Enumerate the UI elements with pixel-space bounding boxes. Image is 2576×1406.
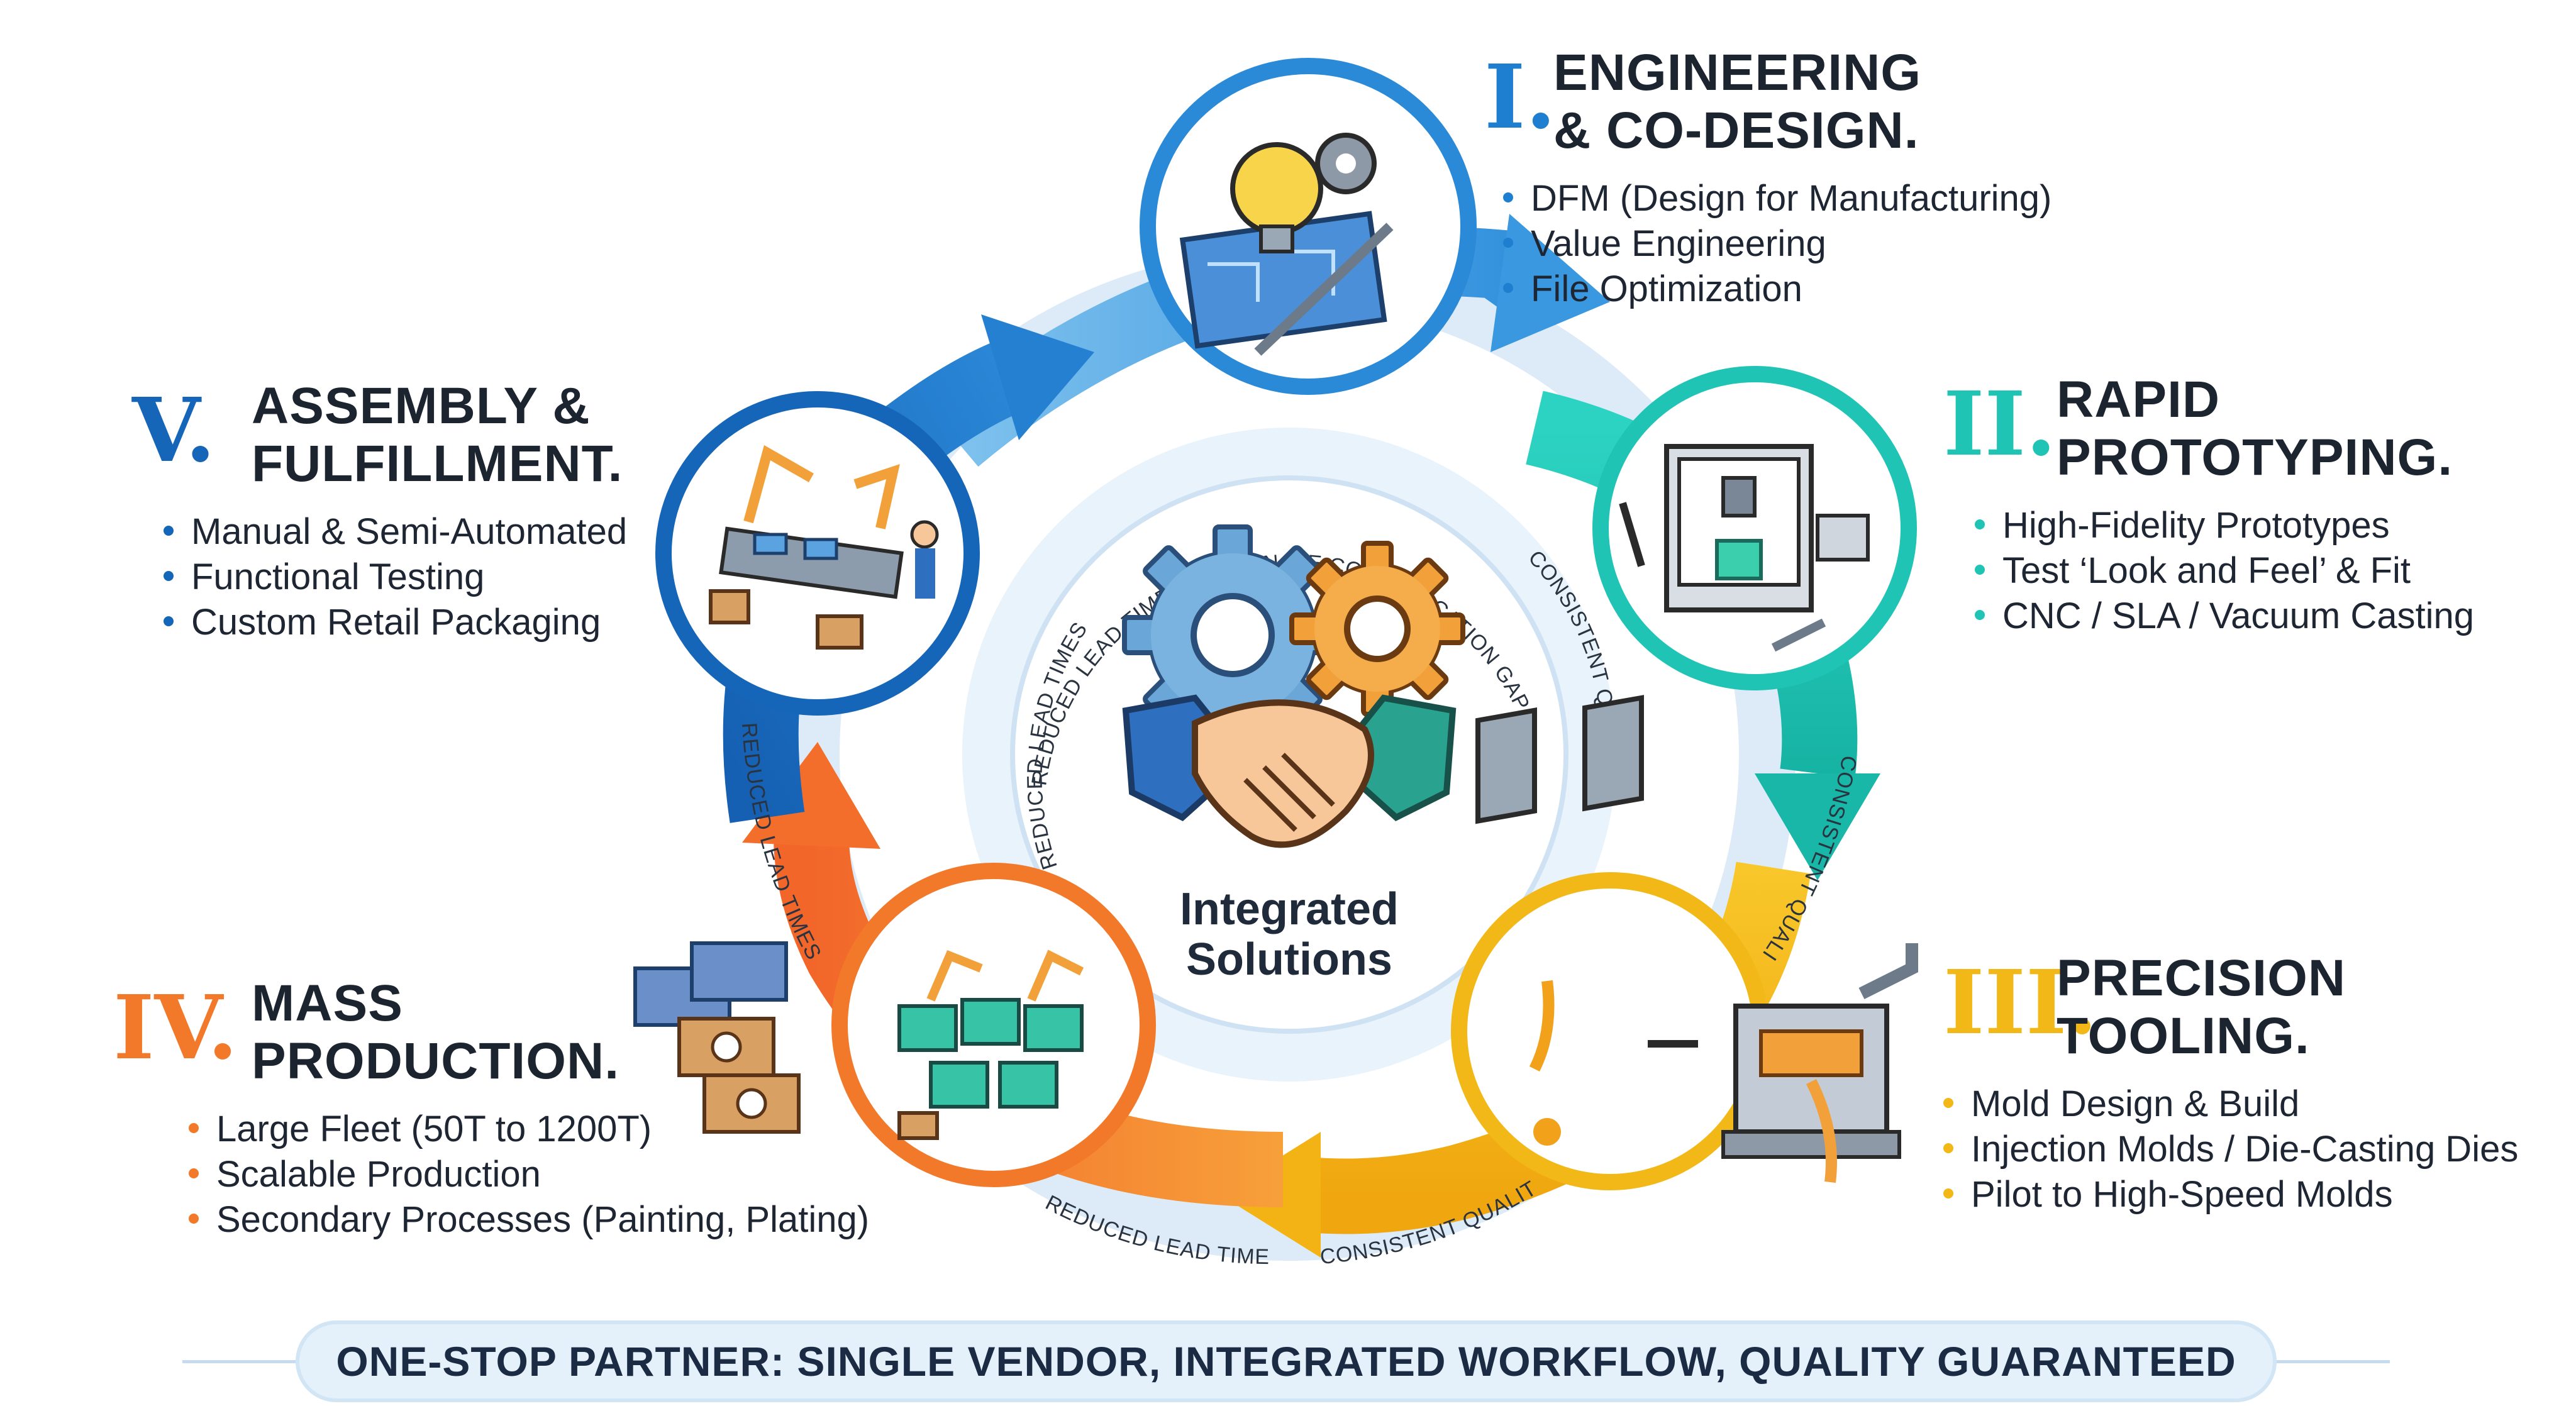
phase2-numeral: II. — [1943, 373, 2057, 476]
phase2-list: High-Fidelity Prototypes Test ‘Look and … — [1975, 503, 2474, 639]
phase4-title-line2: PRODUCTION. — [252, 1032, 619, 1090]
list-item: Value Engineering — [1503, 221, 2051, 267]
bullet-dot — [164, 526, 174, 536]
bullet-dot — [1943, 1143, 1953, 1153]
bullet-dot — [1503, 238, 1513, 248]
phase3-icon-circle — [1451, 695, 1769, 1190]
list-item: DFM (Design for Manufacturing) — [1503, 176, 2051, 221]
3d-printer-icon — [1619, 444, 1870, 652]
phase5-icon-circle — [655, 391, 980, 716]
list-item: Pilot to High-Speed Molds — [1943, 1172, 2518, 1217]
list-item: Secondary Processes (Painting, Plating) — [189, 1197, 869, 1243]
arrow-head-navy — [981, 314, 1094, 440]
bullet-dot — [164, 616, 174, 626]
phase5-title-line2: FULFILLMENT. — [252, 435, 623, 492]
phase5-title-line1: ASSEMBLY & — [252, 377, 591, 435]
list-item: File Optimization — [1503, 267, 2051, 312]
bullet-dot — [189, 1123, 199, 1133]
list-item: CNC / SLA / Vacuum Casting — [1975, 594, 2474, 639]
bullet-dot — [1503, 192, 1513, 202]
phase4-numeral: IV. — [113, 977, 238, 1080]
phase3-title-line1: PRECISION — [2057, 949, 2346, 1007]
bullet-dot — [1943, 1098, 1953, 1108]
list-item: Manual & Semi-Automated — [164, 509, 627, 555]
phase5-list: Manual & Semi-Automated Functional Testi… — [164, 509, 627, 645]
phase4-block: IV. MASS PRODUCTION. Large Fleet (50T to… — [113, 968, 869, 1258]
phase1-title-line2: & CO-DESIGN. — [1553, 102, 1919, 159]
list-item: Mold Design & Build — [1943, 1082, 2518, 1127]
bullet-dot — [1943, 1188, 1953, 1198]
phase2-icon-circle — [1592, 366, 1917, 690]
metal-parts-stack-icon — [633, 941, 801, 1134]
bullet-dot — [1975, 519, 1985, 529]
gears-handshake-icon — [1122, 524, 1465, 848]
footer-banner: ONE-STOP PARTNER: SINGLE VENDOR, INTEGRA… — [296, 1320, 2277, 1402]
list-item: Large Fleet (50T to 1200T) — [189, 1107, 869, 1152]
bullet-dot — [189, 1214, 199, 1224]
list-item: Injection Molds / Die-Casting Dies — [1943, 1127, 2518, 1172]
center-label-line2: Solutions — [1186, 934, 1392, 985]
list-item: Scalable Production — [189, 1152, 869, 1197]
bullet-dot — [1503, 283, 1513, 293]
phase1-icon-circle — [1140, 58, 1477, 395]
bullet-dot — [1975, 565, 1985, 575]
phase5-block: V. ASSEMBLY & FULFILLMENT. Manual & Semi… — [132, 371, 698, 660]
arrow-head-blue — [1491, 214, 1610, 352]
phase1-list: DFM (Design for Manufacturing) Value Eng… — [1503, 176, 2051, 312]
phase3-list: Mold Design & Build Injection Molds / Di… — [1943, 1082, 2518, 1217]
phase2-title-line2: PROTOTYPING. — [2057, 429, 2453, 486]
bullet-dot — [1975, 610, 1985, 620]
bullet-dot — [164, 571, 174, 581]
banner-text: ONE-STOP PARTNER: SINGLE VENDOR, INTEGRA… — [336, 1338, 2236, 1385]
phase1-numeral: I. — [1484, 46, 1557, 149]
phase4-list: Large Fleet (50T to 1200T) Scalable Prod… — [189, 1107, 869, 1243]
list-item: Custom Retail Packaging — [164, 600, 627, 645]
phase5-numeral: V. — [132, 379, 216, 482]
phase4-icon-circle — [831, 863, 1156, 1187]
blueprint-lightbulb-gear-icon — [1179, 133, 1394, 356]
die-casting-machine-icon — [1721, 943, 1918, 1183]
list-item: High-Fidelity Prototypes — [1975, 503, 2474, 548]
list-item: Test ‘Look and Feel’ & Fit — [1975, 548, 2474, 594]
arrow-head-teal — [1755, 773, 1880, 880]
phase1-block: I. ENGINEERING & CO-DESIGN. DFM (Design … — [1484, 38, 2113, 314]
phase3-title-line2: TOOLING. — [2057, 1007, 2310, 1065]
injection-mold-icon — [1475, 695, 1698, 1146]
factory-machines-icon — [897, 949, 1084, 1140]
phase1-title-line1: ENGINEERING — [1553, 44, 1922, 101]
phase4-title-line1: MASS — [252, 975, 403, 1032]
phase2-block: II. RAPID PROTOTYPING. High-Fidelity Pro… — [1943, 365, 2572, 654]
phase3-block: III. PRECISION TOOLING. Mold Design & Bu… — [1943, 943, 2572, 1232]
list-item: Functional Testing — [164, 555, 627, 600]
bullet-dot — [189, 1168, 199, 1178]
phase3-numeral: III. — [1943, 951, 2098, 1054]
phase2-title-line1: RAPID — [2057, 371, 2221, 428]
assembly-line-robot-icon — [709, 445, 939, 650]
arrow-head-orange — [742, 742, 880, 849]
center-label-line1: Integrated — [1180, 884, 1399, 934]
